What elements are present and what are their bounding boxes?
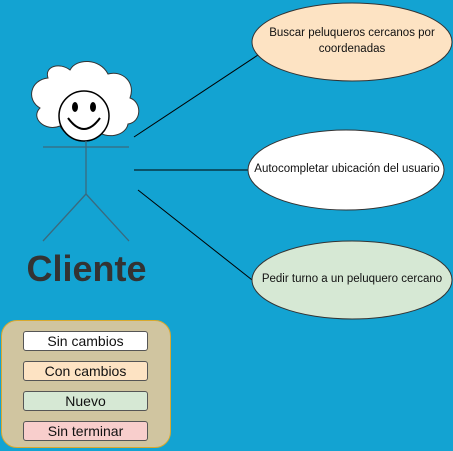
use-case-buscar-peluqueros: Buscar peluqueros cercanos por coordenad… xyxy=(269,27,435,55)
legend-item-sin-terminar: Sin terminar xyxy=(23,421,148,441)
association-line xyxy=(133,54,259,138)
legend: Sin cambios Con cambios Nuevo Sin termin… xyxy=(1,320,171,448)
use-case-ellipse xyxy=(251,240,453,320)
use-case-pedir-turno: Pedir turno a un peluquero cercano xyxy=(261,273,443,286)
smiley-icon xyxy=(58,90,110,142)
use-case-ellipse xyxy=(247,129,445,211)
actor-body xyxy=(42,141,130,242)
legend-item-con-cambios: Con cambios xyxy=(23,361,148,381)
legend-item-sin-cambios: Sin cambios xyxy=(23,331,148,351)
actor-label: Cliente xyxy=(26,248,147,289)
use-case-ellipse xyxy=(251,2,453,82)
use-case-autocompletar-ubicacion: Autocompletar ubicación del usuario xyxy=(254,163,440,176)
association-line xyxy=(137,189,257,284)
legend-item-nuevo: Nuevo xyxy=(23,391,148,411)
